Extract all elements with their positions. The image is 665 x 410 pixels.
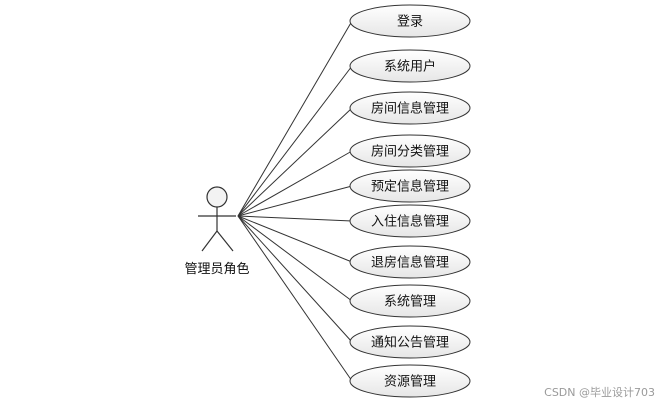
use-case-label: 通知公告管理	[371, 335, 449, 351]
actor-left-leg	[201, 230, 218, 252]
use-case-ellipse	[349, 49, 471, 83]
use-case-ellipse	[349, 134, 471, 168]
use-case-list: 登录系统用户房间信息管理房间分类管理预定信息管理入住信息管理退房信息管理系统管理…	[349, 4, 471, 398]
association-line	[237, 107, 353, 217]
association-line	[237, 215, 353, 302]
use-case-ellipse	[349, 284, 471, 318]
association-line	[237, 150, 353, 217]
association-line	[237, 20, 353, 217]
association-lines	[237, 20, 353, 382]
use-case-ellipse	[349, 325, 471, 359]
use-case-label: 系统管理	[384, 295, 436, 310]
use-case-label: 房间分类管理	[371, 144, 449, 160]
use-case-label: 登录	[397, 15, 423, 30]
use-case-label: 退房信息管理	[371, 255, 449, 271]
actor-label: 管理员角色	[184, 261, 249, 277]
use-case: 房间分类管理	[349, 134, 471, 168]
use-case: 通知公告管理	[349, 325, 471, 359]
actor-figure	[198, 186, 236, 252]
use-case-ellipse	[349, 4, 471, 38]
actor-right-leg	[216, 230, 234, 252]
association-line	[237, 215, 353, 263]
use-case: 系统管理	[349, 284, 471, 318]
use-case-ellipse	[349, 204, 471, 238]
use-case-label: 系统用户	[384, 59, 436, 75]
use-case: 退房信息管理	[349, 245, 471, 279]
use-case: 资源管理	[349, 364, 471, 398]
use-case: 入住信息管理	[349, 204, 471, 238]
association-line	[237, 65, 353, 217]
use-case-label: 资源管理	[384, 375, 436, 390]
association-line	[237, 215, 353, 382]
use-case-ellipse	[349, 245, 471, 279]
use-case-label: 入住信息管理	[371, 214, 449, 230]
use-case: 系统用户	[349, 49, 471, 83]
use-case-ellipse	[349, 364, 471, 398]
use-case: 房间信息管理	[349, 91, 471, 125]
use-case: 预定信息管理	[349, 169, 471, 203]
actor-head	[206, 186, 228, 208]
use-case-label: 房间信息管理	[371, 101, 449, 117]
association-line	[237, 215, 353, 343]
association-line	[237, 185, 353, 217]
association-line	[237, 215, 353, 222]
watermark: CSDN @毕业设计703	[544, 386, 655, 399]
use-case-ellipse	[349, 169, 471, 203]
use-case-ellipse	[349, 91, 471, 125]
use-case-label: 预定信息管理	[371, 179, 449, 195]
use-case: 登录	[349, 4, 471, 38]
